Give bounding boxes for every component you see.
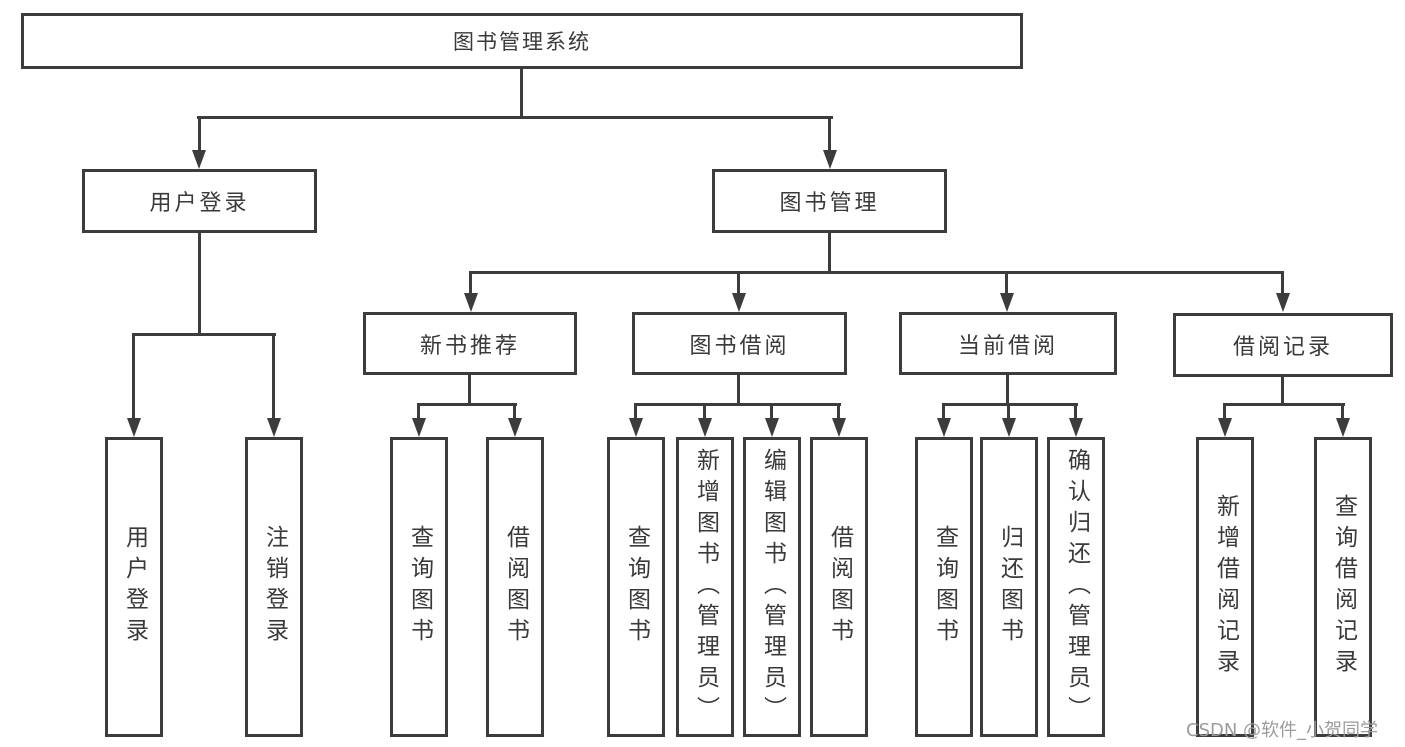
node-book-borrow: 图书借阅 <box>632 312 847 375</box>
leaf-logout-login: 注销登录 <box>245 437 303 737</box>
arrow-down-icon <box>1218 418 1232 437</box>
leaf-recommend-query-book: 查询图书 <box>390 437 448 737</box>
connector-line <box>703 403 706 420</box>
arrow-down-icon <box>823 150 837 169</box>
node-user-login-label: 用户登录 <box>149 191 250 216</box>
connector-line <box>634 403 841 406</box>
node-book-borrow-label: 图书借阅 <box>689 333 790 359</box>
connector-line <box>1007 403 1010 420</box>
connector-line <box>198 116 201 151</box>
leaf-borrow-query-book: 查询图书 <box>607 437 665 737</box>
leaf-borrow-edit-book-admin: 编辑图书（管理员） <box>743 437 801 737</box>
connector-line <box>737 375 740 406</box>
connector-line <box>469 271 472 295</box>
arrow-down-icon <box>267 418 281 437</box>
node-user-login: 用户登录 <box>82 169 317 233</box>
connector-line <box>132 333 276 336</box>
connector-line <box>197 116 833 119</box>
connector-line <box>837 403 840 420</box>
leaf-current-confirm-return-admin: 确认归还（管理员） <box>1047 437 1105 737</box>
arrow-down-icon <box>765 418 779 437</box>
connector-line <box>634 403 637 420</box>
arrow-down-icon <box>629 418 643 437</box>
connector-line <box>513 403 516 420</box>
node-current-borrow: 当前借阅 <box>899 312 1117 375</box>
node-current-borrow-label: 当前借阅 <box>957 333 1058 359</box>
leaf-user-login: 用户登录 <box>105 437 163 737</box>
connector-line <box>1341 403 1344 420</box>
arrow-down-icon <box>832 418 846 437</box>
connector-line <box>272 333 275 419</box>
connector-line <box>942 403 945 420</box>
connector-line <box>198 233 201 335</box>
leaf-borrow-borrow-book: 借阅图书 <box>810 437 868 737</box>
arrow-down-icon <box>1069 418 1083 437</box>
node-book-management-label: 图书管理 <box>779 191 880 216</box>
connector-line <box>1074 403 1077 420</box>
leaf-record-query-borrow-record: 查询借阅记录 <box>1314 437 1372 737</box>
connector-line <box>1006 375 1009 406</box>
arrow-down-icon <box>192 150 206 169</box>
connector-line <box>1281 377 1284 406</box>
arrow-down-icon <box>1276 293 1290 312</box>
arrow-down-icon <box>1336 418 1350 437</box>
connector-line <box>770 403 773 420</box>
arrow-down-icon <box>127 418 141 437</box>
leaf-borrow-add-book-admin: 新增图书（管理员） <box>676 437 734 737</box>
arrow-down-icon <box>412 418 426 437</box>
node-new-book-recommend: 新书推荐 <box>363 312 577 375</box>
node-root: 图书管理系统 <box>21 13 1023 69</box>
arrow-down-icon <box>1002 418 1016 437</box>
arrow-down-icon <box>508 418 522 437</box>
leaf-current-return-book: 归还图书 <box>980 437 1038 737</box>
arrow-down-icon <box>698 418 712 437</box>
connector-line <box>1223 403 1226 420</box>
arrow-down-icon <box>937 418 951 437</box>
node-borrow-record: 借阅记录 <box>1173 313 1393 377</box>
connector-line <box>828 233 831 274</box>
connector-line <box>417 403 517 406</box>
connector-line <box>1281 271 1284 295</box>
leaf-record-add-borrow-record: 新增借阅记录 <box>1196 437 1254 737</box>
arrow-down-icon <box>1000 293 1014 312</box>
node-borrow-record-label: 借阅记录 <box>1232 335 1333 360</box>
connector-line <box>132 333 135 419</box>
csdn-watermark: CSDN @软件_小贺同学 <box>1186 720 1379 741</box>
connector-line <box>417 403 420 420</box>
leaf-recommend-borrow-book: 借阅图书 <box>486 437 544 737</box>
arrow-down-icon <box>732 293 746 312</box>
node-root-label: 图书管理系统 <box>453 30 591 54</box>
node-new-book-recommend-label: 新书推荐 <box>419 333 520 359</box>
connector-line <box>828 116 831 151</box>
connector-line <box>737 271 740 295</box>
arrow-down-icon <box>464 293 478 312</box>
connector-line <box>1005 271 1008 295</box>
connector-line <box>1223 403 1345 406</box>
leaf-current-query-book: 查询图书 <box>915 437 973 737</box>
node-book-management: 图书管理 <box>712 169 947 233</box>
connector-line <box>942 403 1078 406</box>
connector-line <box>520 69 523 117</box>
connector-line <box>469 271 1283 274</box>
connector-line <box>468 375 471 406</box>
